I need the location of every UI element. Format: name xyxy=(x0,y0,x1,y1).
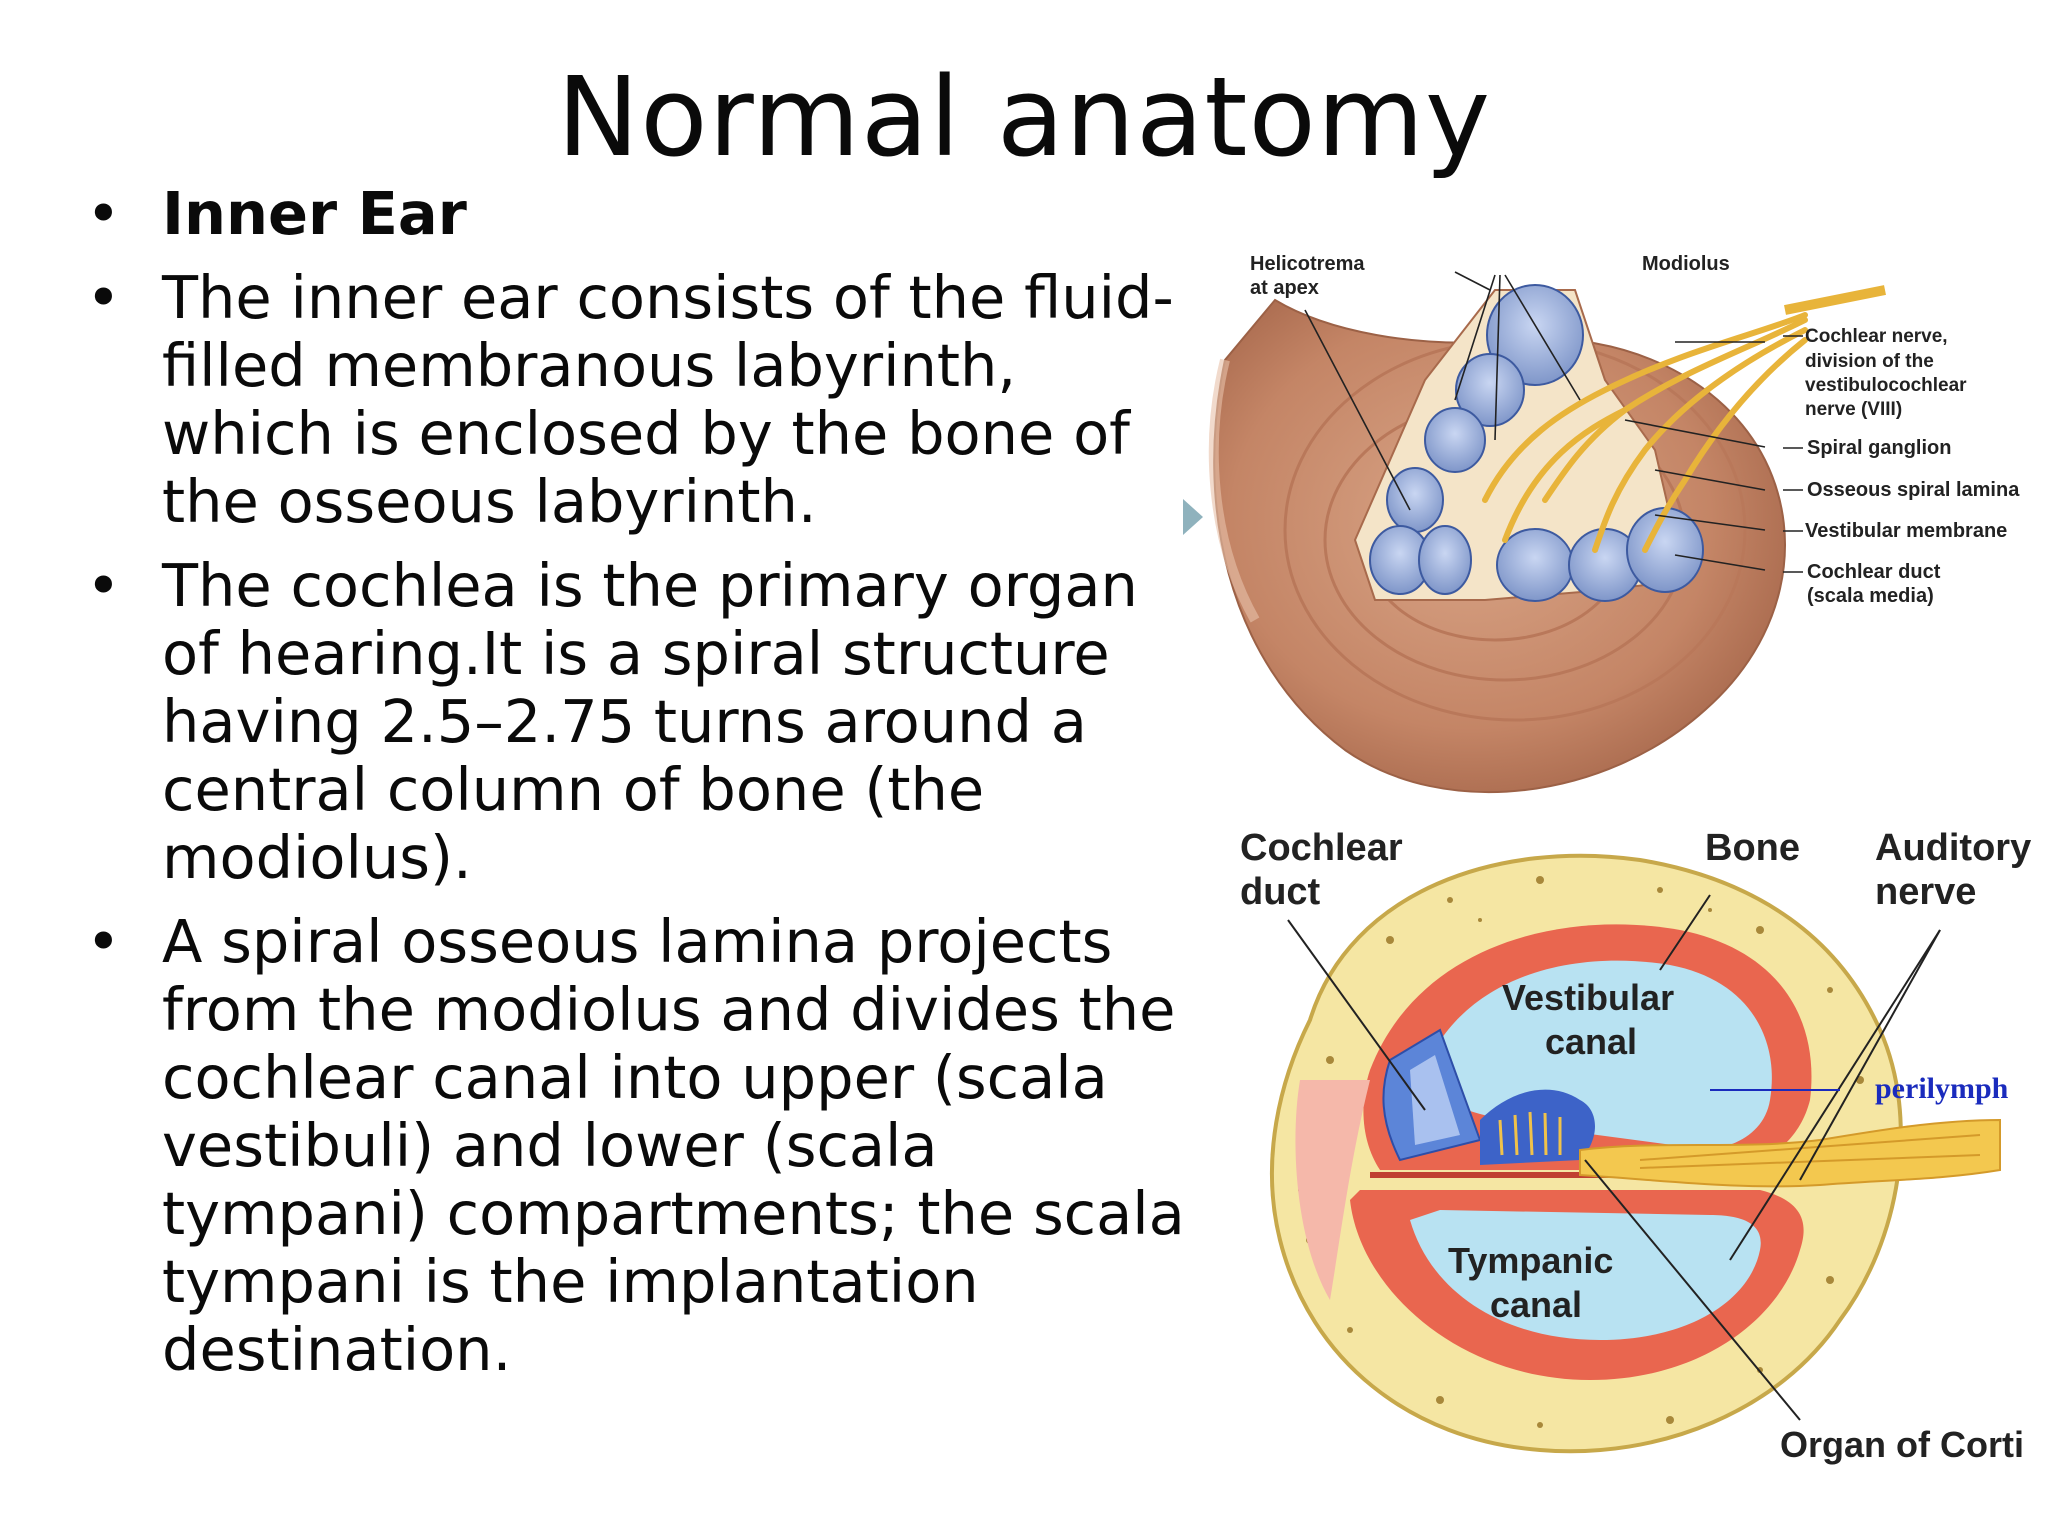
label-cochlear-nerve-4: nerve (VIII) xyxy=(1805,399,1902,420)
label-vestibular-canal: Vestibular xyxy=(1502,977,1674,1018)
label-modiolus: Modiolus xyxy=(1642,253,1730,275)
slide-marker-arrow-icon xyxy=(1183,499,1203,535)
label-cochlear-duct: Cochlear xyxy=(1240,827,1403,869)
cochlea-cutaway-figure: Helicotrema at apex Modiolus Cochlear ne… xyxy=(1208,253,2020,793)
auditory-nerve-shape xyxy=(1579,1118,2001,1188)
label-cochlear-duct-2: duct xyxy=(1240,871,1321,913)
bullet-glyph: • xyxy=(86,263,121,332)
label-organ-of-corti: Organ of Corti xyxy=(1780,1424,2024,1465)
bullet-text: A spiral osseous lamina projects from th… xyxy=(162,907,1185,1384)
label-osseous-spiral-lamina: Osseous spiral lamina xyxy=(1807,479,2020,501)
slide-title: Normal anatomy xyxy=(556,53,1492,181)
label-helicotrema: Helicotrema xyxy=(1250,253,1365,275)
label-perilymph: perilymph xyxy=(1875,1072,2009,1105)
label-tympanic-canal: Tympanic xyxy=(1448,1240,1613,1281)
label-cochlear-nerve-2: division of the xyxy=(1805,351,1934,372)
label-cochlear-nerve-1: Cochlear nerve, xyxy=(1805,326,1948,347)
label-bone: Bone xyxy=(1705,827,1800,869)
bullet-item-cochlea: • The cochlea is the primary organ of he… xyxy=(78,552,1198,892)
label-scala-media: (scala media) xyxy=(1807,585,1934,607)
organ-of-corti-shape xyxy=(1480,1089,1595,1165)
label-helicotrema-apex: at apex xyxy=(1250,277,1319,299)
label-auditory-nerve-2: nerve xyxy=(1875,871,1976,913)
bullet-glyph: • xyxy=(86,907,121,976)
bullet-list: • Inner Ear • The inner ear consists of … xyxy=(78,180,1198,1400)
label-auditory-nerve: Auditory xyxy=(1875,827,2031,869)
bullet-glyph: • xyxy=(86,551,121,620)
label-cochlear-duct: Cochlear duct xyxy=(1807,561,1941,583)
tympanic-canal xyxy=(1410,1210,1761,1340)
cochlear-nerve-fibers xyxy=(1482,312,1808,553)
bullet-text: The cochlea is the primary organ of hear… xyxy=(162,551,1138,892)
bullet-item-inner-ear: • Inner Ear xyxy=(78,180,1198,248)
bullet-text: Inner Ear xyxy=(162,179,467,248)
bullet-item-spiral-lamina: • A spiral osseous lamina projects from … xyxy=(78,908,1198,1384)
label-vestibular-canal-2: canal xyxy=(1545,1021,1637,1062)
label-vestibular-membrane: Vestibular membrane xyxy=(1805,520,2007,542)
label-spiral-ganglion: Spiral ganglion xyxy=(1807,437,1951,459)
bullet-glyph: • xyxy=(86,179,121,248)
label-tympanic-canal-2: canal xyxy=(1490,1284,1582,1325)
bullet-item-membranous-labyrinth: • The inner ear consists of the fluid-fi… xyxy=(78,264,1198,536)
cochlea-cross-section-figure: Cochlear duct Bone Auditory nerve Vestib… xyxy=(1240,820,2048,1470)
bullet-text: The inner ear consists of the fluid-fill… xyxy=(162,263,1174,536)
label-cochlear-nerve-3: vestibulocochlear xyxy=(1805,375,1967,396)
